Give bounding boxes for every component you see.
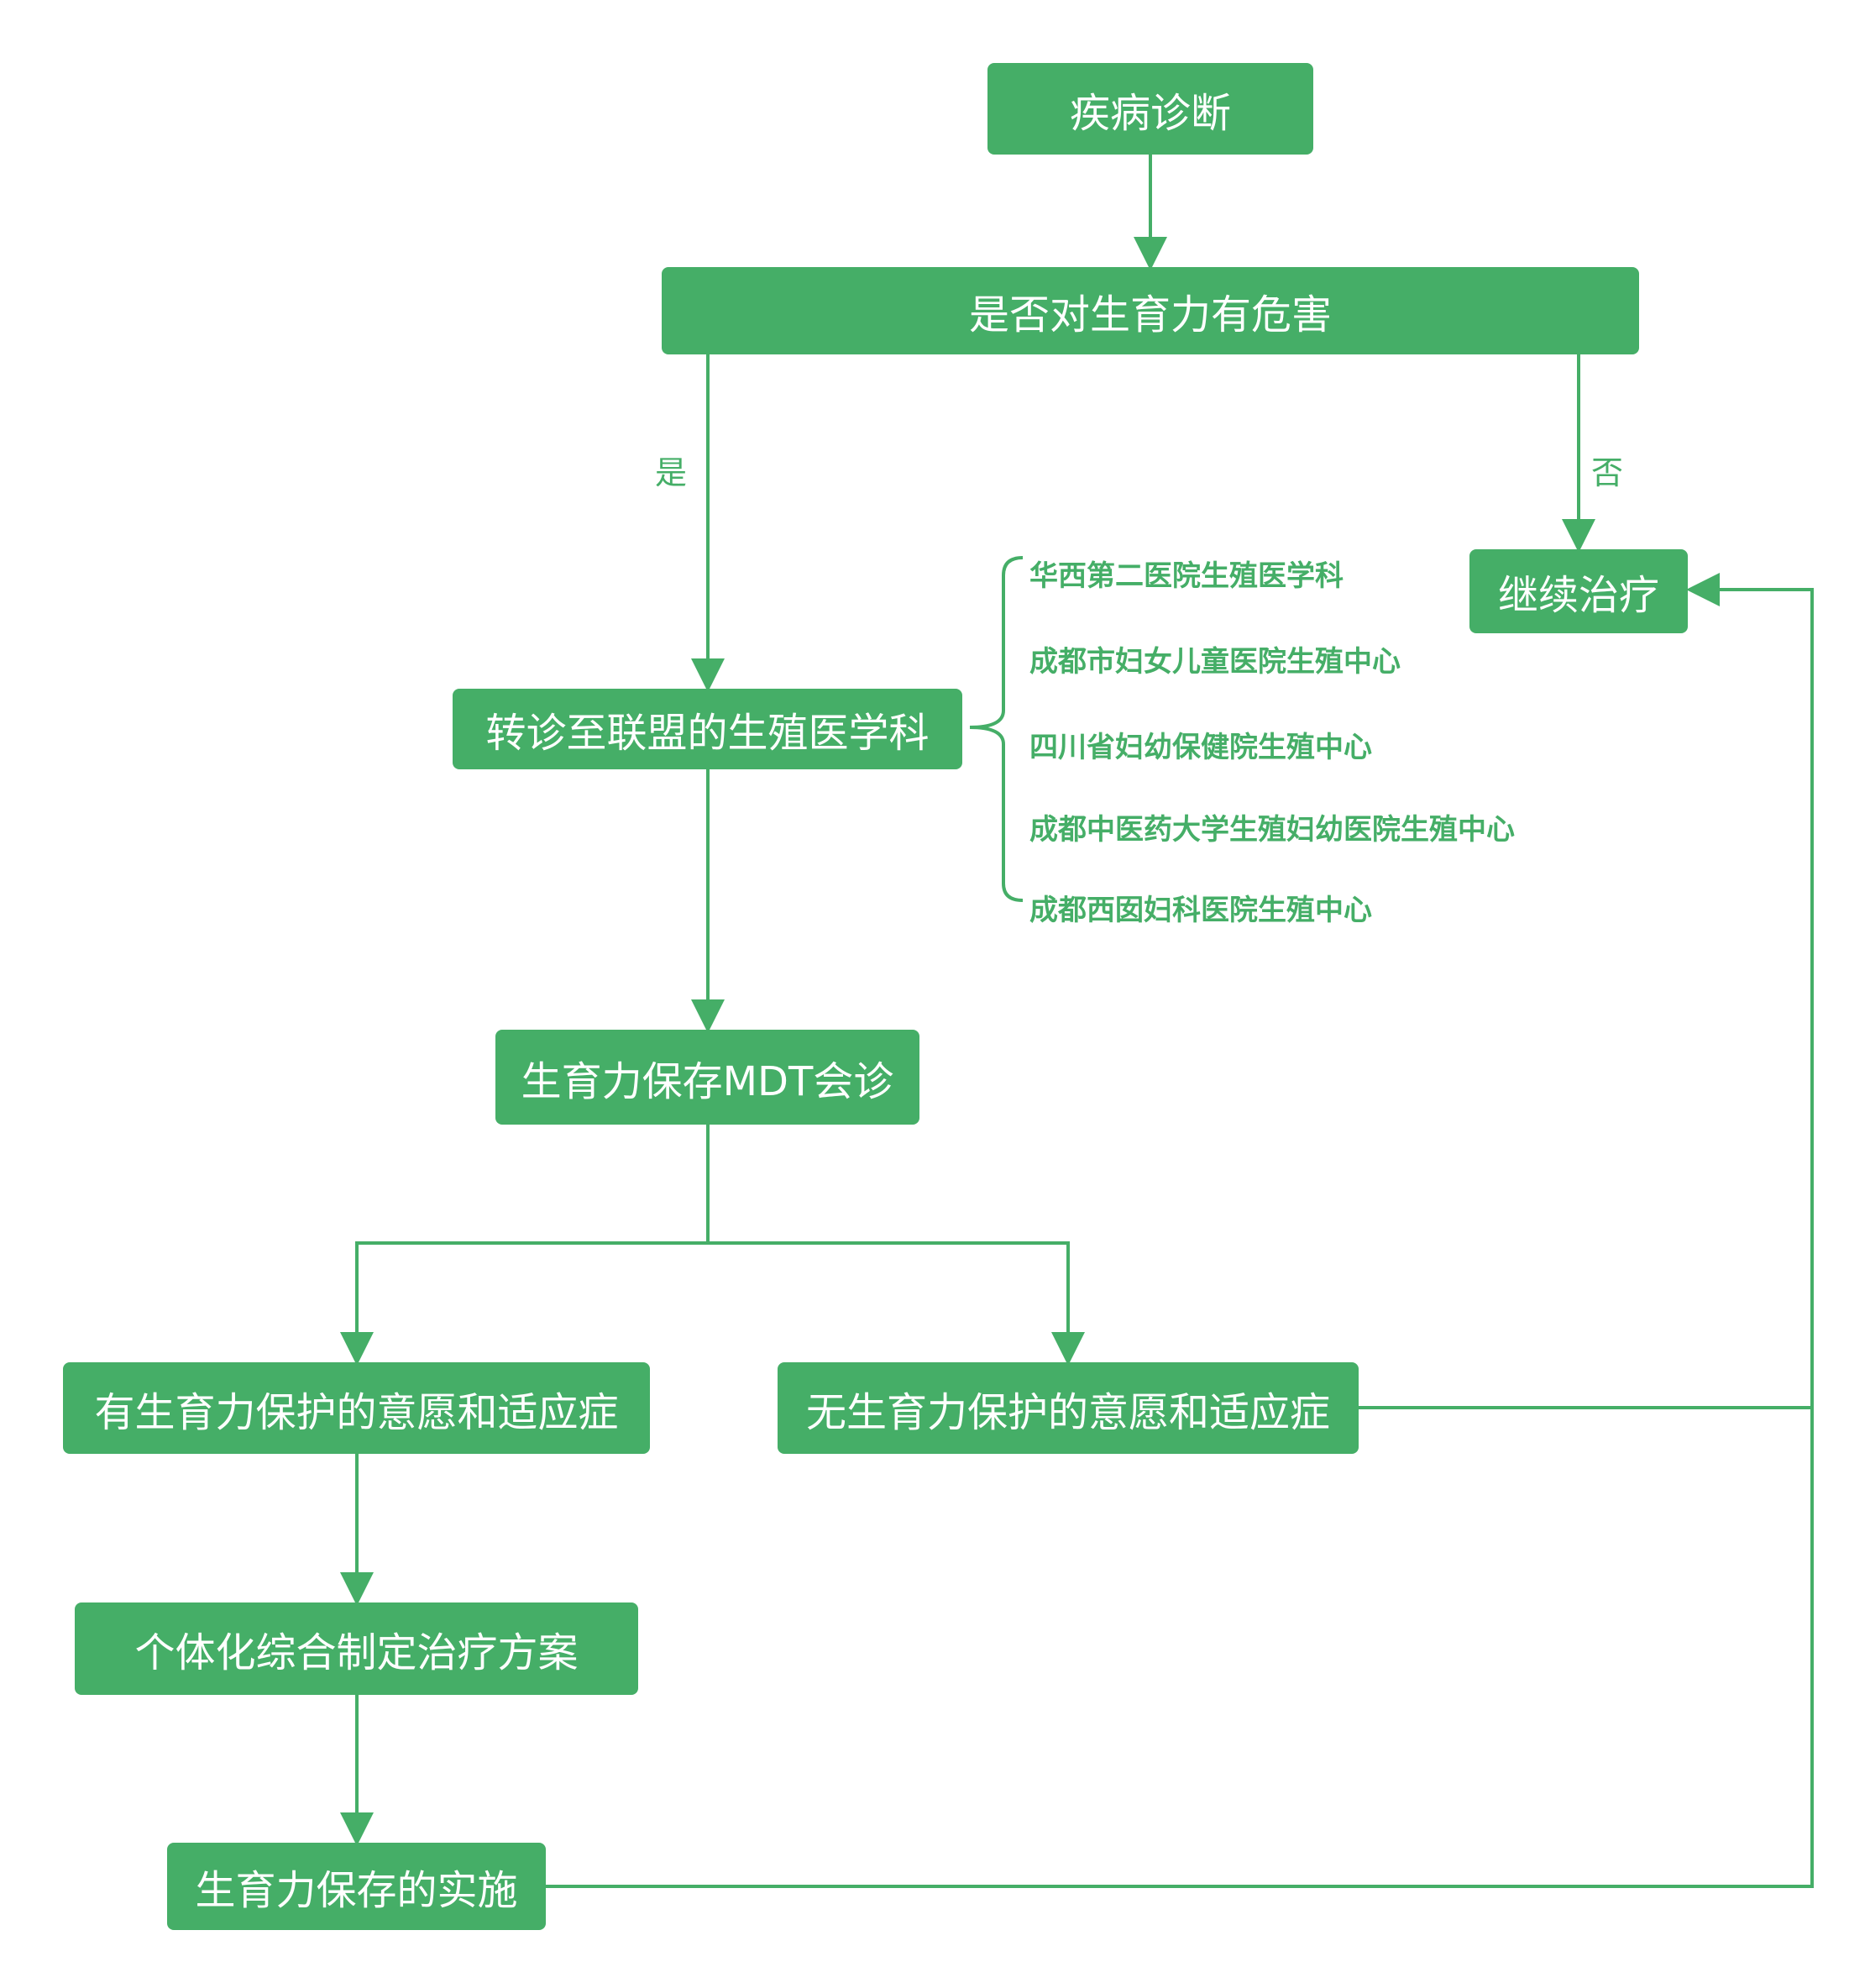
- node-has-indication: 有生育力保护的意愿和适应症: [63, 1362, 650, 1454]
- node-individual-plan: 个体化综合制定治疗方案: [75, 1602, 638, 1695]
- node-no-indication: 无生育力保护的意愿和适应症: [778, 1362, 1359, 1454]
- node-diagnosis: 疾病诊断: [987, 63, 1313, 155]
- node-implementation: 生育力保存的实施: [167, 1843, 546, 1930]
- edge-mdt-split: [340, 1125, 710, 1366]
- node-continue-treatment: 继续治疗: [1469, 549, 1688, 633]
- hospital-item: 成都中医药大学生殖妇幼医院生殖中心: [1029, 813, 1515, 847]
- hospital-bracket: [969, 556, 1024, 902]
- hospital-item: 华西第二医院生殖医学科: [1029, 559, 1344, 593]
- hospital-item: 四川省妇幼保健院生殖中心: [1029, 731, 1372, 764]
- hospital-item: 成都西囡妇科医院生殖中心: [1029, 894, 1372, 927]
- edge-implementation-to-continue: [546, 573, 1814, 1888]
- edge-label-no: 否: [1591, 454, 1624, 491]
- node-mdt: 生育力保存MDT会诊: [495, 1030, 919, 1125]
- node-referral: 转诊至联盟的生殖医学科: [453, 689, 962, 769]
- edge-label-yes: 是: [655, 454, 688, 491]
- edge-mdt-to-no-indication: [708, 1241, 1085, 1366]
- hospital-item: 成都市妇女儿童医院生殖中心: [1029, 645, 1401, 679]
- node-fertility-harm: 是否对生育力有危害: [662, 267, 1639, 354]
